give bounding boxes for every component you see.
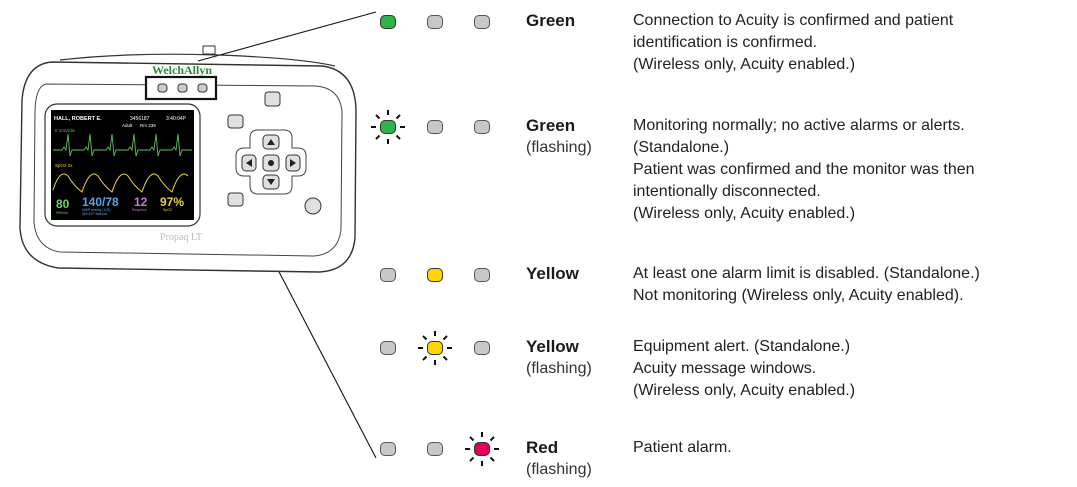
led-indicator-group bbox=[371, 108, 508, 144]
description-line: identification is confirmed. bbox=[633, 34, 818, 51]
screen-bed: Rm 239 bbox=[140, 123, 156, 128]
description-line: Patient alarm. bbox=[633, 439, 732, 456]
monitor-screen bbox=[51, 110, 194, 220]
power-button-icon bbox=[304, 197, 322, 215]
screen-ecg-label: II 1mV/div bbox=[55, 128, 76, 133]
led-off-icon bbox=[380, 341, 396, 355]
led-state-row: Green (flashing) Monitoring normally; no a… bbox=[371, 108, 1077, 248]
led-color-name: Red bbox=[526, 438, 559, 457]
led-description: Patient alarm. bbox=[633, 437, 1073, 459]
screen-patient-id: 3456187 bbox=[130, 116, 150, 122]
screen-time: 3:40:04P bbox=[166, 116, 187, 122]
description-line: (Wireless only, Acuity enabled.) bbox=[633, 56, 856, 73]
model-label: Propaq LT bbox=[160, 232, 202, 243]
led-yellow-icon bbox=[427, 268, 443, 282]
led-state-row: Green Connection to Acuity is confirmed a… bbox=[378, 3, 1077, 83]
led-off-icon bbox=[474, 268, 490, 282]
description-line: (Wireless only, Acuity enabled.) bbox=[633, 382, 856, 399]
description-line: Connection to Acuity is confirmed and pa… bbox=[633, 12, 954, 29]
brand-logo: WelchAllyn bbox=[152, 63, 212, 77]
description-line: Patient was confirmed and the monitor wa… bbox=[633, 161, 975, 178]
screen-spo2-label: SpO2 2x bbox=[55, 163, 73, 168]
led-red-icon bbox=[474, 442, 490, 456]
device-button-display bbox=[227, 114, 244, 129]
led-description: Monitoring normally; no active alarms or… bbox=[633, 115, 1073, 225]
description-line: Acuity message windows. bbox=[633, 360, 817, 377]
ecg-waveform bbox=[53, 133, 192, 157]
led-indicator-group bbox=[378, 329, 508, 365]
led-color-name: Green bbox=[526, 11, 576, 30]
led-indicator-group bbox=[378, 3, 508, 37]
flashing-rays-icon bbox=[465, 432, 499, 466]
led-description: Connection to Acuity is confirmed and pa… bbox=[633, 10, 1073, 76]
description-line: (Wireless only, Acuity enabled.) bbox=[633, 205, 856, 222]
led-indicator-group bbox=[378, 430, 508, 466]
led-state-label: (flashing) bbox=[526, 139, 592, 156]
device-led-3 bbox=[197, 83, 208, 93]
screen-nibp-time: @3:47P Manual bbox=[82, 212, 107, 216]
led-state-row: Yellow At least one alarm limit is disabl… bbox=[378, 256, 1077, 316]
device-led-2 bbox=[177, 83, 188, 93]
led-state-row: Red (flashing) Patient alarm. bbox=[378, 430, 1077, 486]
description-line: intentionally disconnected. bbox=[633, 183, 821, 200]
led-description: At least one alarm limit is disabled. (S… bbox=[633, 263, 1073, 307]
led-color-name: Yellow bbox=[526, 337, 579, 356]
device-tab bbox=[202, 45, 216, 55]
led-color-name: Yellow bbox=[526, 264, 579, 283]
flashing-rays-icon bbox=[371, 110, 405, 144]
screen-resp-label: Resp/min bbox=[132, 208, 147, 212]
callout-line-top bbox=[197, 11, 377, 62]
led-description: Equipment alert. (Standalone.) Acuity mes… bbox=[633, 336, 1073, 402]
description-line: At least one alarm limit is disabled. (S… bbox=[633, 265, 980, 282]
led-off-icon bbox=[474, 15, 490, 29]
monitor-illustration: WelchAllyn HALL, ROBERT E. 3456187 3:40:… bbox=[19, 11, 377, 459]
screen-nibp-label: NIBP mmHg (103) bbox=[82, 208, 111, 212]
description-line: (Standalone.) bbox=[633, 139, 730, 156]
led-off-icon bbox=[380, 442, 396, 456]
device-button-alarm-silence bbox=[264, 91, 281, 107]
flashing-rays-icon bbox=[418, 331, 452, 365]
led-off-icon bbox=[474, 120, 490, 134]
description-line: Monitoring normally; no active alarms or… bbox=[633, 117, 965, 134]
screen-hr-value: 80 bbox=[56, 197, 70, 211]
description-line: Equipment alert. (Standalone.) bbox=[633, 338, 851, 355]
screen-spo2-value: 97% bbox=[160, 195, 184, 209]
led-green-icon bbox=[380, 120, 396, 134]
led-green-icon bbox=[380, 15, 396, 29]
led-color-name: Green bbox=[526, 116, 576, 135]
device-button-print bbox=[227, 192, 244, 207]
screen-spo2-value-label: SpO2 bbox=[163, 208, 172, 212]
led-state-label: (flashing) bbox=[526, 360, 592, 377]
led-state-row: Yellow (flashing) Equipment alert. (Standa… bbox=[378, 329, 1077, 409]
led-off-icon bbox=[427, 120, 443, 134]
screen-nibp-value: 140/78 bbox=[82, 195, 119, 209]
screen-patient-type: Adult bbox=[122, 123, 133, 128]
spo2-waveform bbox=[52, 173, 189, 193]
led-off-icon bbox=[380, 268, 396, 282]
screen-hr-label: HR/min bbox=[56, 211, 68, 215]
led-indicator-group bbox=[378, 256, 508, 290]
device-led-1 bbox=[157, 83, 168, 93]
led-off-icon bbox=[427, 15, 443, 29]
led-off-icon bbox=[474, 341, 490, 355]
led-state-label: (flashing) bbox=[526, 461, 592, 478]
led-yellow-icon bbox=[427, 341, 443, 355]
screen-patient-name: HALL, ROBERT E. bbox=[54, 116, 102, 122]
description-line: Not monitoring (Wireless only, Acuity en… bbox=[633, 287, 964, 304]
screen-resp-value: 12 bbox=[134, 195, 148, 209]
led-off-icon bbox=[427, 442, 443, 456]
